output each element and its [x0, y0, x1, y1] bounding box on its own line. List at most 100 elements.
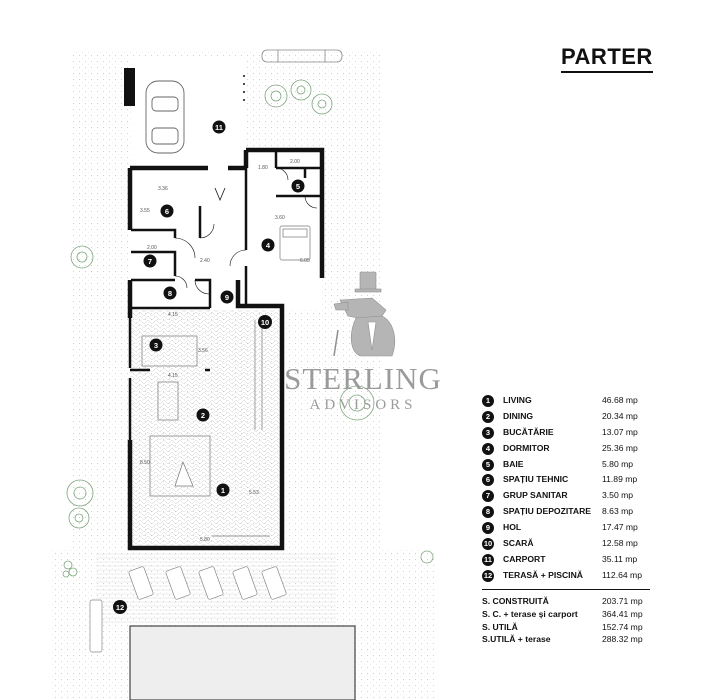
legend-number: 6 — [482, 474, 494, 487]
legend-room-name: BUCĂTĂRIE — [503, 426, 554, 437]
room-marker-7: 7 — [143, 254, 157, 268]
room-marker-2: 2 — [196, 408, 210, 422]
svg-text:1: 1 — [221, 486, 225, 495]
legend-row: 8 SPAȚIU DEPOZITARE 8.63 mp — [482, 504, 650, 520]
legend-room-area: 46.68 mp — [602, 395, 638, 405]
legend-room-area: 13.07 mp — [602, 426, 638, 437]
svg-text:3.55: 3.55 — [140, 208, 150, 214]
svg-text:3.36: 3.36 — [158, 186, 168, 192]
legend-row: 10 SCARĂ 12.58 mp — [482, 536, 650, 552]
crocodile-mascot-icon — [333, 271, 395, 357]
floor-plan: 3.36 3.55 1.80 2.00 3.60 2.00 4.15 4.15 … — [50, 49, 435, 700]
watermark-subtitle: ADVISORS — [309, 397, 417, 413]
legend-row: 11 CARPORT 35.11 mp — [482, 552, 650, 568]
legend-number: 8 — [482, 506, 494, 519]
svg-text:4: 4 — [266, 241, 271, 250]
totals-value: 203.71 mp — [602, 596, 643, 606]
car-icon-top — [261, 49, 343, 63]
svg-text:12: 12 — [116, 603, 124, 612]
totals-label: S. C. + terase și carport — [482, 608, 578, 619]
svg-text:6.05: 6.05 — [300, 258, 310, 264]
legend-room-name: LIVING — [503, 395, 532, 405]
furniture — [141, 225, 311, 537]
legend-number: 12 — [482, 569, 494, 582]
totals-row: S. C. + terase și carport 364.41 mp — [482, 608, 650, 621]
room-marker-5: 5 — [291, 179, 305, 193]
watermark-logo: STERLING ADVISORS — [268, 362, 458, 414]
svg-text:5.80: 5.80 — [200, 537, 210, 543]
legend-row: 2 DINING 20.34 mp — [482, 409, 650, 425]
legend-number: 3 — [482, 426, 494, 439]
door-swings — [174, 167, 318, 295]
legend-room-area: 11.89 mp — [602, 474, 638, 485]
legend-room-area: 20.34 mp — [602, 410, 638, 421]
legend-number: 9 — [482, 522, 494, 535]
legend-number: 4 — [482, 442, 494, 455]
legend-room-name: BAIE — [503, 458, 524, 469]
room-marker-9: 9 — [220, 290, 234, 304]
svg-text:9: 9 — [225, 293, 229, 302]
terrace-deck — [89, 552, 356, 700]
legend-row: 3 BUCĂTĂRIE 13.07 mp — [482, 425, 650, 441]
svg-text:7: 7 — [148, 257, 152, 266]
legend-room-area: 3.50 mp — [602, 490, 634, 501]
totals-value: 364.41 mp — [602, 608, 643, 619]
carport-area — [124, 68, 245, 154]
legend-room-name: GRUP SANITAR — [503, 490, 568, 501]
legend-room-area: 12.58 mp — [602, 538, 638, 549]
legend-room-name: SCARĂ — [503, 538, 534, 549]
room-marker-11: 11 — [212, 120, 226, 134]
totals-value: 152.74 mp — [602, 621, 643, 632]
legend-room-area: 35.11 mp — [602, 553, 638, 564]
room-legend: 1 LIVING 46.68 mp 2 DINING 20.34 mp 3 BUCĂTĂR… — [482, 393, 650, 584]
svg-text:5: 5 — [296, 182, 300, 191]
room-marker-4: 4 — [261, 238, 275, 252]
svg-text:5.53: 5.53 — [249, 490, 259, 496]
legend-room-area: 17.47 mp — [602, 522, 638, 533]
svg-text:3: 3 — [154, 341, 158, 350]
room-marker-12: 12 — [113, 600, 127, 614]
pool — [129, 625, 356, 700]
legend-number: 11 — [482, 553, 494, 566]
totals-row: S. UTILĂ 152.74 mp — [482, 621, 650, 634]
legend-room-area: 8.63 mp — [602, 506, 634, 517]
legend-room-area: 25.36 mp — [602, 442, 638, 453]
svg-text:6: 6 — [165, 207, 169, 216]
svg-text:1.80: 1.80 — [258, 165, 268, 171]
legend-room-area: 5.80 mp — [602, 458, 634, 469]
legend-row: 1 LIVING 46.68 mp — [482, 393, 650, 409]
exterior-walls — [127, 147, 325, 551]
totals-label: S. UTILĂ — [482, 621, 518, 632]
legend-room-name: DORMITOR — [503, 442, 550, 453]
legend-room-area: 112.64 mp — [602, 569, 642, 580]
legend-room-name: HOL — [503, 522, 522, 533]
legend-number: 2 — [482, 410, 494, 423]
svg-text:8.50: 8.50 — [140, 460, 150, 466]
tree-icons — [62, 79, 434, 578]
svg-text:2.40: 2.40 — [200, 258, 210, 264]
legend-room-name: SPAȚIU DEPOZITARE — [503, 506, 592, 517]
legend-row: 5 BAIE 5.80 mp — [482, 457, 650, 473]
svg-text:2: 2 — [201, 411, 205, 420]
room-marker-6: 6 — [160, 204, 174, 218]
legend-divider — [482, 589, 650, 590]
svg-text:4.15: 4.15 — [168, 373, 178, 379]
room-marker-10: 10 — [258, 315, 272, 329]
svg-text:2.00: 2.00 — [290, 159, 300, 165]
legend-room-name: CARPORT — [503, 553, 546, 564]
legend-room-name: DINING — [503, 410, 534, 421]
legend-row: 9 HOL 17.47 mp — [482, 520, 650, 536]
room-markers: 11 6 5 4 7 8 9 10 3 2 1 12 — [113, 120, 305, 614]
room-marker-1: 1 — [216, 483, 230, 497]
room-marker-3: 3 — [149, 338, 163, 352]
legend-number: 5 — [482, 458, 494, 471]
totals-value: 288.32 mp — [602, 634, 643, 645]
legend-number: 1 — [482, 395, 494, 407]
legend-number: 10 — [482, 538, 494, 551]
svg-text:3.56: 3.56 — [198, 348, 208, 354]
svg-text:2.00: 2.00 — [147, 245, 157, 251]
